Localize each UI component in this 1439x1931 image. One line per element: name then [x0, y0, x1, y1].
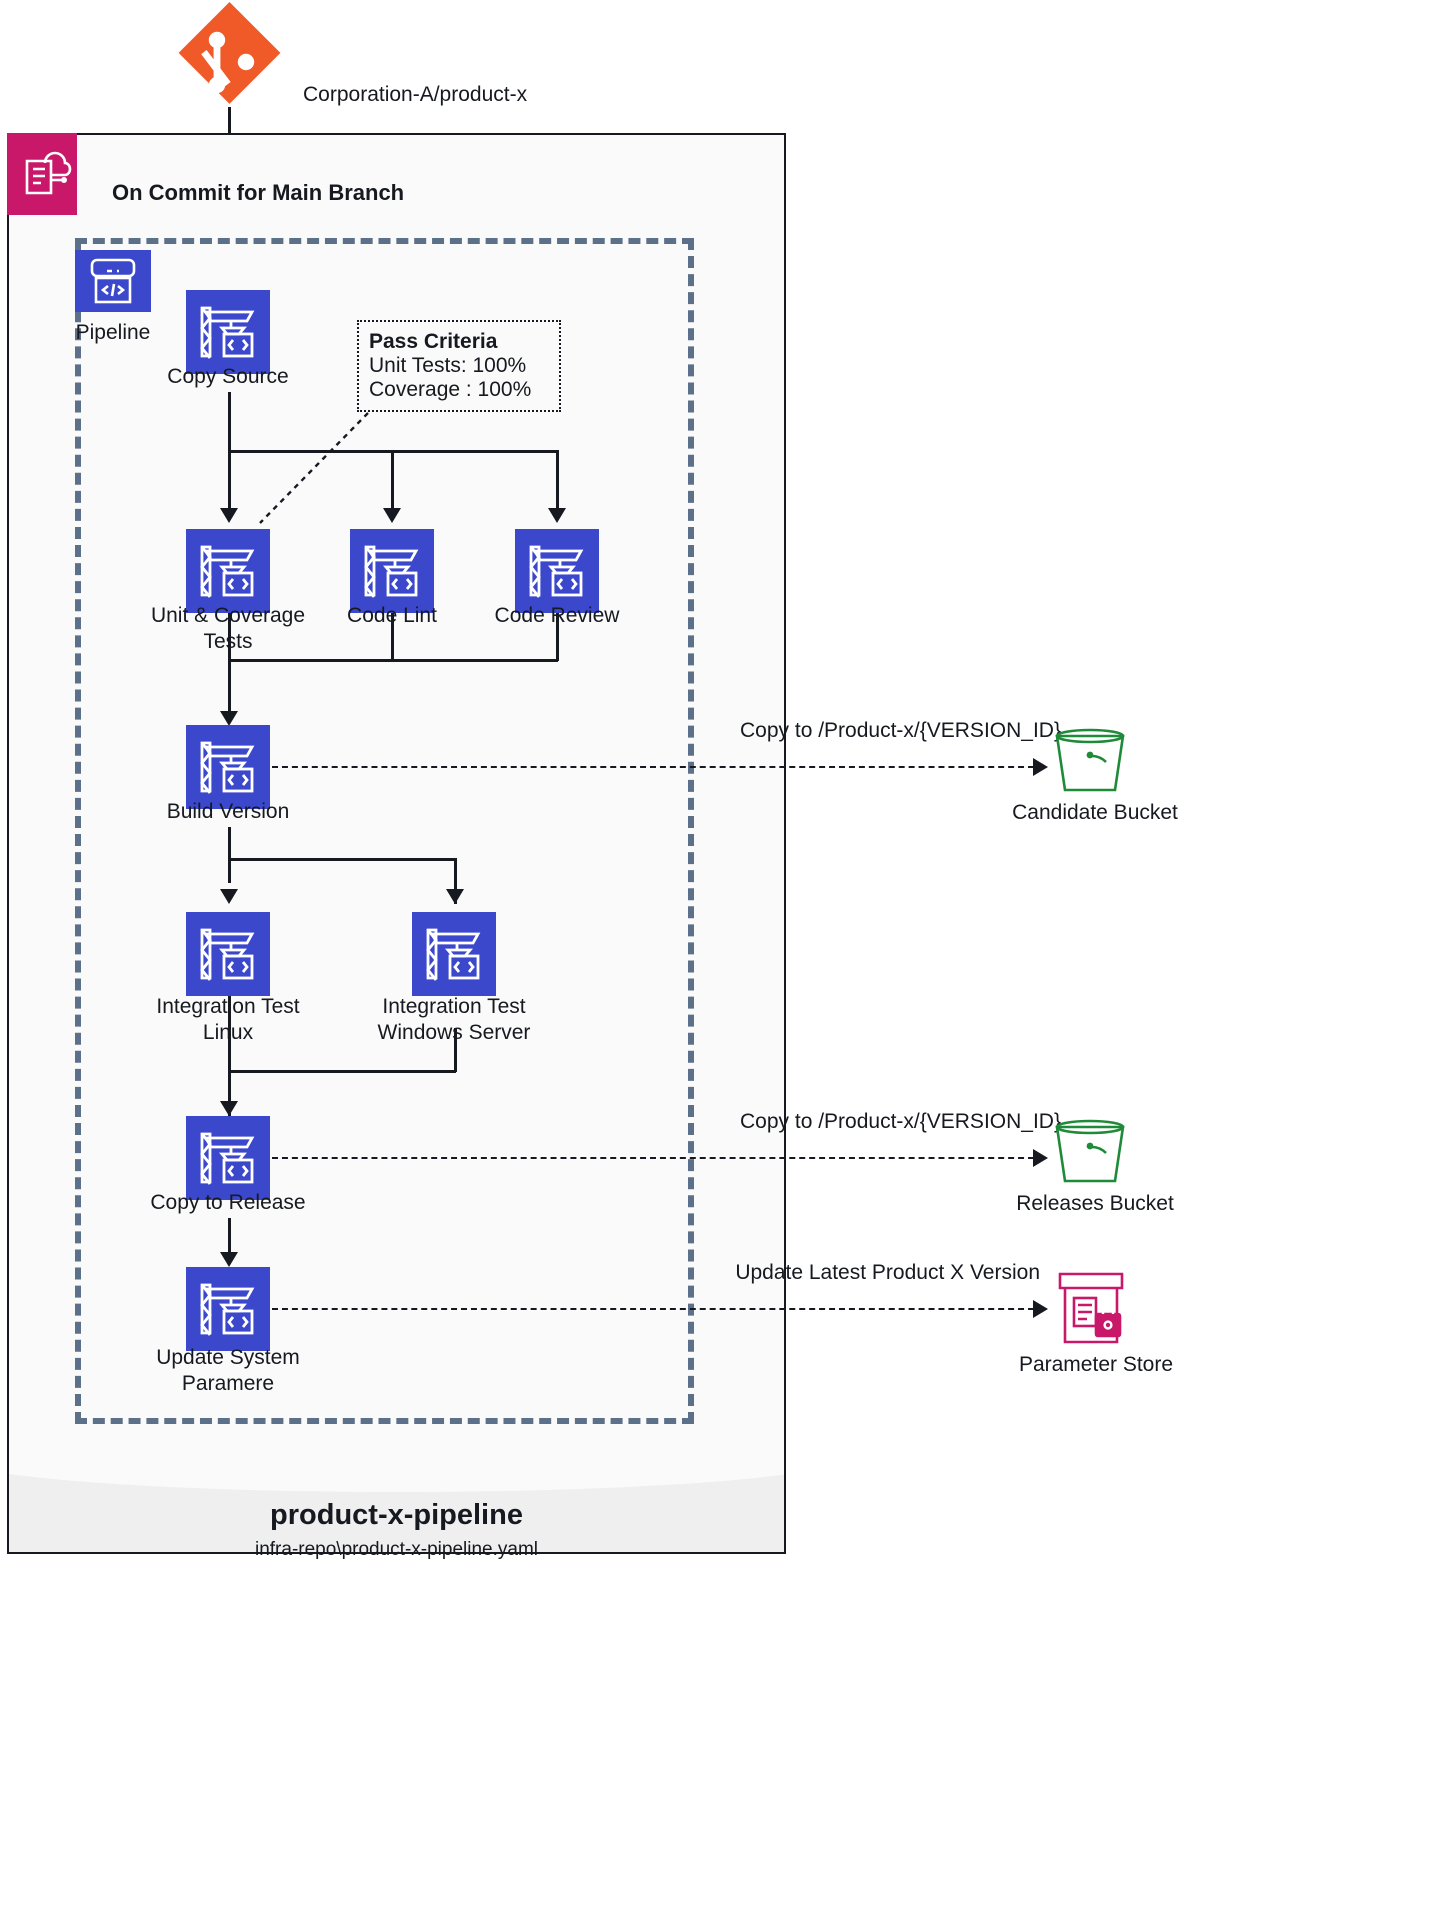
pass-criteria-row-coverage: Coverage : 100% [369, 378, 532, 401]
connector-build-version-to-candidate-bucket [272, 766, 1034, 768]
pipeline-icon [75, 250, 151, 312]
pipeline-tile-label: Pipeline [75, 321, 151, 344]
arrowhead-copy-to-release [220, 1101, 238, 1116]
connector-to-integration-windows [454, 858, 457, 904]
pass-criteria-leader [259, 412, 369, 524]
edge-label-parameter-store: Update Latest Product X Version [735, 1261, 1040, 1284]
codebuild-icon-build-version [186, 725, 270, 809]
connector-integration-bus [228, 858, 456, 861]
codebuild-icon-integration-test-windows [412, 912, 496, 996]
codebuild-icon-copy-source [186, 290, 270, 374]
pipeline-stage-group [75, 238, 694, 1424]
pass-criteria-title: Pass Criteria [369, 330, 498, 353]
arrowhead-build-version [220, 711, 238, 726]
diagram-subtitle: infra-repo\product-x-pipeline.yaml [254, 1539, 538, 1560]
pass-criteria-box: Pass Criteria Unit Tests: 100% Coverage … [357, 320, 561, 412]
stage-label-code-review: Code Review [494, 604, 620, 627]
connector-integration-windows-down [454, 1028, 457, 1072]
connector-fanin-bus [228, 659, 558, 662]
git-repository-icon [176, 0, 283, 107]
arrowhead-candidate-bucket [1033, 758, 1048, 776]
codepipeline-icon [7, 133, 77, 215]
pipeline-footer: product-x-pipeline infra-repo\product-x-… [7, 1472, 786, 1560]
edge-label-releases-bucket: Copy to /Product-x/{VERSION_ID} [740, 1110, 1061, 1133]
stage-label-unit-coverage-tests: Unit & Coverage Tests [150, 604, 306, 653]
s3-bucket-icon-candidate [1052, 728, 1128, 794]
arrowhead-code-review [548, 508, 566, 523]
arrowhead-integration-windows [446, 889, 464, 904]
arrowhead-releases-bucket [1033, 1149, 1048, 1167]
stage-label-copy-to-release: Copy to Release [150, 1191, 306, 1214]
connector-to-unit-tests [228, 450, 231, 512]
target-label-candidate-bucket: Candidate Bucket [1012, 801, 1178, 824]
footer-band [7, 1472, 786, 1554]
connector-copy-to-release-to-releases-bucket [272, 1157, 1034, 1159]
target-label-parameter-store: Parameter Store [1018, 1353, 1174, 1376]
codebuild-icon-copy-to-release [186, 1116, 270, 1200]
edge-label-candidate-bucket: Copy to /Product-x/{VERSION_ID} [740, 719, 1061, 742]
codebuild-icon-code-review [515, 529, 599, 613]
arrowhead-code-lint [383, 508, 401, 523]
codebuild-icon-unit-coverage-tests [186, 529, 270, 613]
connector-to-code-review [556, 450, 559, 512]
trigger-label: On Commit for Main Branch [112, 180, 405, 205]
arrowhead-integration-linux [220, 889, 238, 904]
connector-code-lint-down [391, 613, 394, 661]
parameter-store-icon [1052, 1268, 1130, 1348]
target-label-releases-bucket: Releases Bucket [1016, 1192, 1174, 1215]
connector-update-parameter-to-parameter-store [272, 1308, 1034, 1310]
connector-copy-to-release-down [228, 1218, 231, 1264]
connector-integration-linux-down [228, 996, 231, 1116]
s3-bucket-icon-releases [1052, 1119, 1128, 1185]
stage-label-copy-source: Copy Source [167, 365, 289, 388]
codebuild-icon-code-lint [350, 529, 434, 613]
stage-label-build-version: Build Version [166, 800, 290, 823]
arrowhead-unit-tests [220, 508, 238, 523]
codebuild-icon-integration-test-linux [186, 912, 270, 996]
stage-label-integration-test-linux: Integration Test Linux [156, 995, 300, 1044]
codebuild-icon-update-system-parameter [186, 1267, 270, 1351]
stage-label-integration-test-windows: Integration Test Windows Server [377, 995, 531, 1044]
pass-criteria-row-unit-tests: Unit Tests: 100% [369, 354, 527, 377]
stage-label-update-system-parameter: Update System Paramere [156, 1346, 300, 1395]
connector-code-review-down [556, 613, 559, 661]
arrowhead-update-system-parameter [220, 1252, 238, 1267]
connector-to-code-lint [391, 450, 394, 512]
connector-copy-source-down [228, 392, 231, 450]
connector-build-version-down [228, 827, 231, 883]
connector-release-bus [228, 1070, 456, 1073]
diagram-title: product-x-pipeline [270, 1499, 523, 1531]
connector-unit-tests-down [228, 613, 231, 661]
stage-label-code-lint: Code Lint [347, 604, 437, 627]
footer-arc [9, 1472, 784, 1492]
arrowhead-parameter-store [1033, 1300, 1048, 1318]
source-repo-label: Corporation-A/product-x [303, 83, 528, 106]
connector-to-build-version [228, 659, 231, 721]
